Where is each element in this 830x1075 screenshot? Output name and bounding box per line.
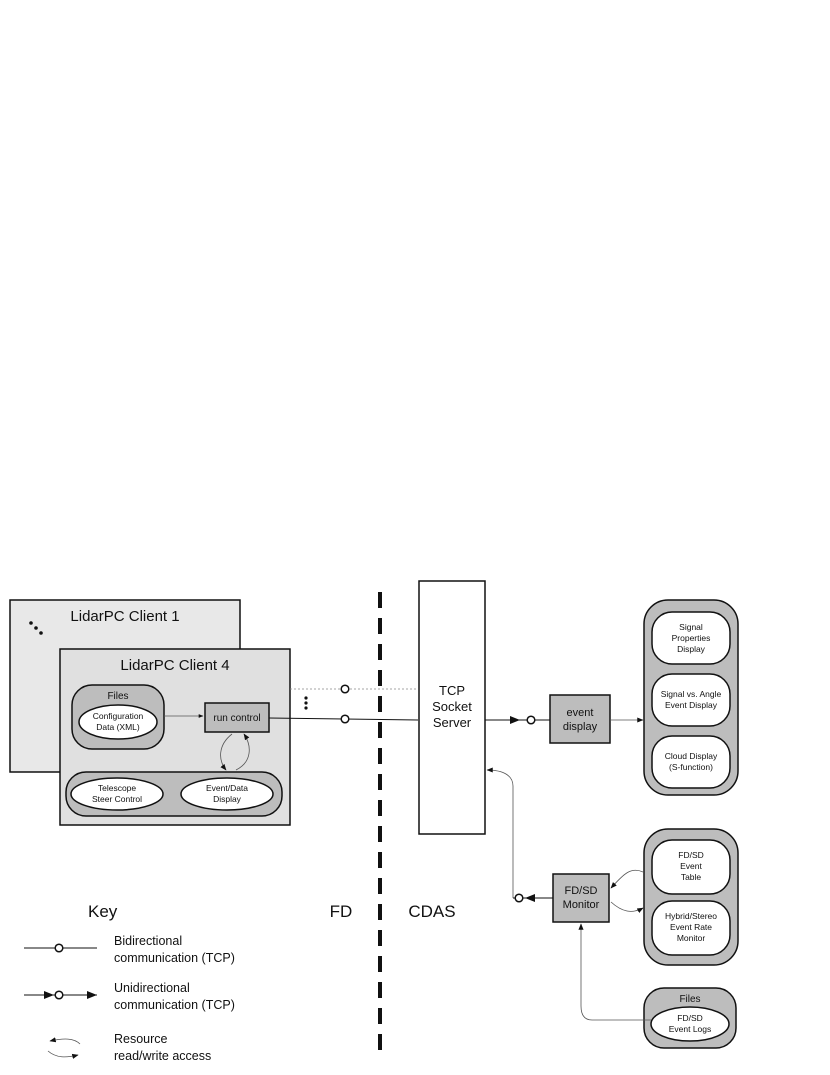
event-table-line1: FD/SD bbox=[678, 850, 704, 860]
key-bidirectional-node bbox=[54, 943, 64, 953]
server-label-line2: Socket bbox=[432, 699, 472, 714]
server-label-line1: TCP bbox=[439, 683, 465, 698]
key-bidirectional-line2: communication (TCP) bbox=[114, 951, 235, 965]
fd-sd-monitor-box bbox=[552, 873, 610, 923]
ellipsis-dots-vertical bbox=[304, 696, 308, 710]
rate-monitor-line3: Monitor bbox=[677, 933, 706, 943]
logs-line2: Event Logs bbox=[669, 1024, 712, 1034]
monitor-line2: Monitor bbox=[563, 899, 600, 911]
key-resource-line2: read/write access bbox=[114, 1049, 211, 1063]
runcontrol-resource-arrow-down bbox=[220, 733, 233, 771]
tcp-socket-server-box bbox=[418, 580, 486, 835]
logs-to-monitor-arrow bbox=[578, 923, 651, 1021]
event-display-box bbox=[549, 694, 611, 744]
key-title: Key bbox=[88, 902, 118, 921]
event-table-line3: Table bbox=[681, 872, 702, 882]
config-label-line1: Configuration bbox=[93, 711, 144, 721]
region-label-fd: FD bbox=[330, 902, 353, 921]
client1-title: LidarPC Client 1 bbox=[70, 608, 179, 625]
cloud-line2: (S-function) bbox=[669, 762, 713, 772]
key-resource-arrow-bottom bbox=[47, 1050, 79, 1059]
cloud-line1: Cloud Display bbox=[665, 751, 718, 761]
telescope-label-line2: Steer Control bbox=[92, 794, 142, 804]
monitor-resource-arrow-in bbox=[610, 869, 644, 889]
monitor-to-server-arrow bbox=[486, 767, 514, 898]
signal-angle-line1: Signal vs. Angle bbox=[661, 689, 722, 699]
key-unidirectional-arrowhead-right bbox=[87, 991, 97, 999]
config-data-node bbox=[78, 704, 158, 740]
signal-properties-display-node bbox=[651, 611, 731, 665]
signal-props-line2: Properties bbox=[672, 633, 711, 643]
logs-files-label: Files bbox=[679, 994, 700, 1005]
client4-link-node bbox=[340, 714, 350, 724]
server-to-eventdisplay-node bbox=[526, 715, 536, 725]
telescope-label-line1: Telescope bbox=[98, 783, 137, 793]
files-label: Files bbox=[107, 691, 128, 702]
signal-vs-angle-display-node bbox=[651, 673, 731, 727]
cloud-display-node bbox=[651, 735, 731, 789]
signal-props-line1: Signal bbox=[679, 622, 703, 632]
event-data-display-node bbox=[180, 777, 274, 811]
event-table-line2: Event bbox=[680, 861, 702, 871]
event-display-line1: event bbox=[567, 707, 594, 719]
event-display-line2: display bbox=[563, 721, 598, 733]
key-bidirectional-line1: Bidirectional bbox=[114, 934, 182, 948]
run-control-label: run control bbox=[213, 713, 260, 724]
key-unidirectional-node bbox=[54, 990, 64, 1000]
server-to-eventdisplay-arrowhead bbox=[510, 716, 520, 724]
key-resource-line1: Resource bbox=[114, 1032, 168, 1046]
eventdata-label-line2: Display bbox=[213, 794, 242, 804]
signal-props-line3: Display bbox=[677, 644, 706, 654]
client4-title: LidarPC Client 4 bbox=[120, 657, 229, 674]
client1-link-node bbox=[340, 684, 350, 694]
event-logs-node bbox=[650, 1006, 730, 1042]
runcontrol-resource-arrow-up bbox=[235, 733, 250, 771]
monitor-line1: FD/SD bbox=[565, 885, 598, 897]
config-label-line2: Data (XML) bbox=[96, 722, 140, 732]
event-table-node bbox=[651, 839, 731, 895]
rate-monitor-line2: Event Rate bbox=[670, 922, 712, 932]
monitor-link-node bbox=[514, 893, 524, 903]
region-label-cdas: CDAS bbox=[408, 902, 455, 921]
monitor-resource-arrow-out bbox=[610, 901, 644, 914]
event-rate-monitor-node bbox=[651, 900, 731, 956]
telescope-steer-node bbox=[70, 777, 164, 811]
eventdata-label-line1: Event/Data bbox=[206, 783, 248, 793]
server-label-line3: Server bbox=[433, 715, 472, 730]
key-unidirectional-line1: Unidirectional bbox=[114, 981, 190, 995]
logs-line1: FD/SD bbox=[677, 1013, 703, 1023]
key-unidirectional-arrowhead-left bbox=[44, 991, 54, 999]
key-unidirectional-line2: communication (TCP) bbox=[114, 998, 235, 1012]
key-resource-arrow-top bbox=[49, 1037, 81, 1045]
run-control-box bbox=[204, 702, 270, 733]
ellipsis-dots-diagonal bbox=[29, 621, 43, 635]
rate-monitor-line1: Hybrid/Stereo bbox=[665, 911, 717, 921]
monitor-link-arrowhead bbox=[525, 894, 535, 902]
signal-angle-line2: Event Display bbox=[665, 700, 718, 710]
